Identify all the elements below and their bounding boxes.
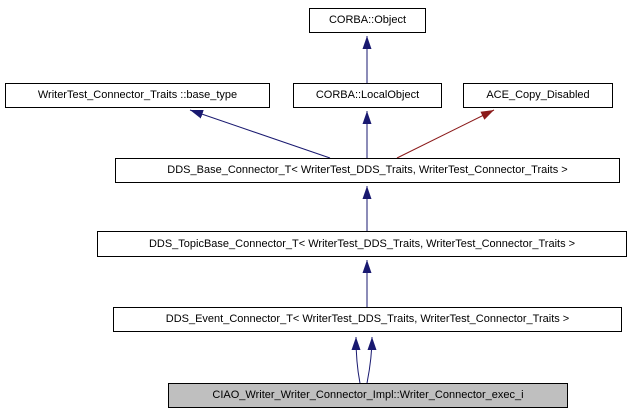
class-node-label: DDS_Event_Connector_T< WriterTest_DDS_Tr… [165, 313, 570, 325]
class-node-corba-object[interactable]: CORBA::Object [309, 8, 426, 33]
class-node-label: ACE_Copy_Disabled [486, 89, 590, 101]
class-node-corba-localobject[interactable]: CORBA::LocalObject [293, 83, 442, 108]
class-node-dds-base-connector-t[interactable]: DDS_Base_Connector_T< WriterTest_DDS_Tra… [115, 158, 620, 183]
class-node-label: CORBA::Object [328, 14, 407, 26]
class-node-label: DDS_TopicBase_Connector_T< WriterTest_DD… [148, 237, 576, 250]
class-node-dds-topicbase-connector-t[interactable]: DDS_TopicBase_Connector_T< WriterTest_DD… [97, 231, 627, 257]
class-node-writertest-connector-traits-base-type[interactable]: WriterTest_Connector_Traits ::base_type [5, 83, 270, 108]
class-node-writer-connector-exec-i: CIAO_Writer_Writer_Connector_Impl::Write… [168, 383, 568, 408]
class-node-label: WriterTest_Connector_Traits ::base_type [37, 89, 238, 101]
class-node-ace-copy-disabled[interactable]: ACE_Copy_Disabled [463, 83, 613, 108]
class-node-label: CIAO_Writer_Writer_Connector_Impl::Write… [212, 389, 524, 401]
class-node-label: DDS_Base_Connector_T< WriterTest_DDS_Tra… [167, 164, 568, 176]
class-node-label: CORBA::LocalObject [315, 89, 420, 101]
edge-basconnector-to-acecopydisabled [396, 109, 495, 159]
class-node-dds-event-connector-t[interactable]: DDS_Event_Connector_T< WriterTest_DDS_Tr… [113, 307, 622, 332]
edge-exec-to-event-left [351, 336, 361, 384]
edge-baseconnector-to-basetype [189, 109, 331, 159]
edge-exec-to-event-right [366, 336, 377, 384]
